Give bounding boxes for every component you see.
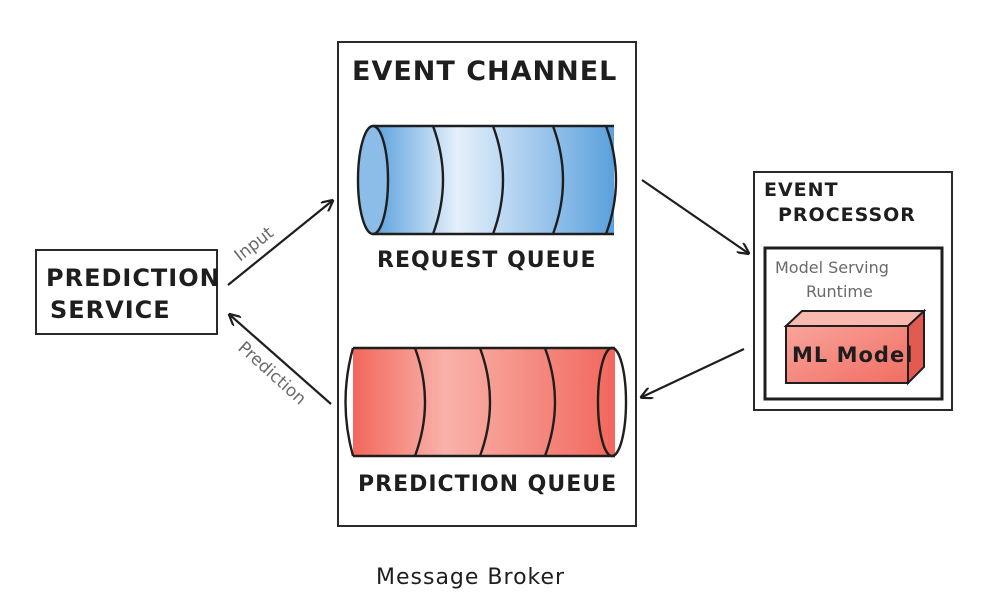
- input-arrow-label: Input: [231, 223, 278, 266]
- prediction-arrow-label: Prediction: [234, 338, 310, 409]
- message-broker-caption: Message Broker: [376, 565, 565, 590]
- prediction-queue: [344, 346, 628, 458]
- event-processor-line1: EVENT: [764, 179, 839, 201]
- event-channel-title: EVENT CHANNEL: [352, 56, 617, 87]
- request-queue: [356, 124, 618, 236]
- ml-model-label: ML Model: [792, 343, 913, 367]
- prediction-queue-label: PREDICTION QUEUE: [358, 472, 617, 497]
- runtime-label-line1: Model Serving: [775, 258, 889, 277]
- prediction-service-line1: PREDICTION: [46, 264, 221, 292]
- prediction-service-line2: SERVICE: [50, 296, 171, 324]
- request-to-processor-arrow: [641, 179, 748, 253]
- processor-to-prediction-arrow: [642, 348, 745, 397]
- event-processor-line2: PROCESSOR: [778, 204, 916, 226]
- ml-model-block: ML Model: [783, 308, 927, 386]
- input-arrow: [227, 201, 332, 286]
- prediction-service-box: PREDICTION SERVICE: [35, 249, 221, 335]
- prediction-arrow: [230, 315, 332, 405]
- request-queue-label: REQUEST QUEUE: [377, 248, 597, 273]
- runtime-label-line2: Runtime: [806, 282, 873, 301]
